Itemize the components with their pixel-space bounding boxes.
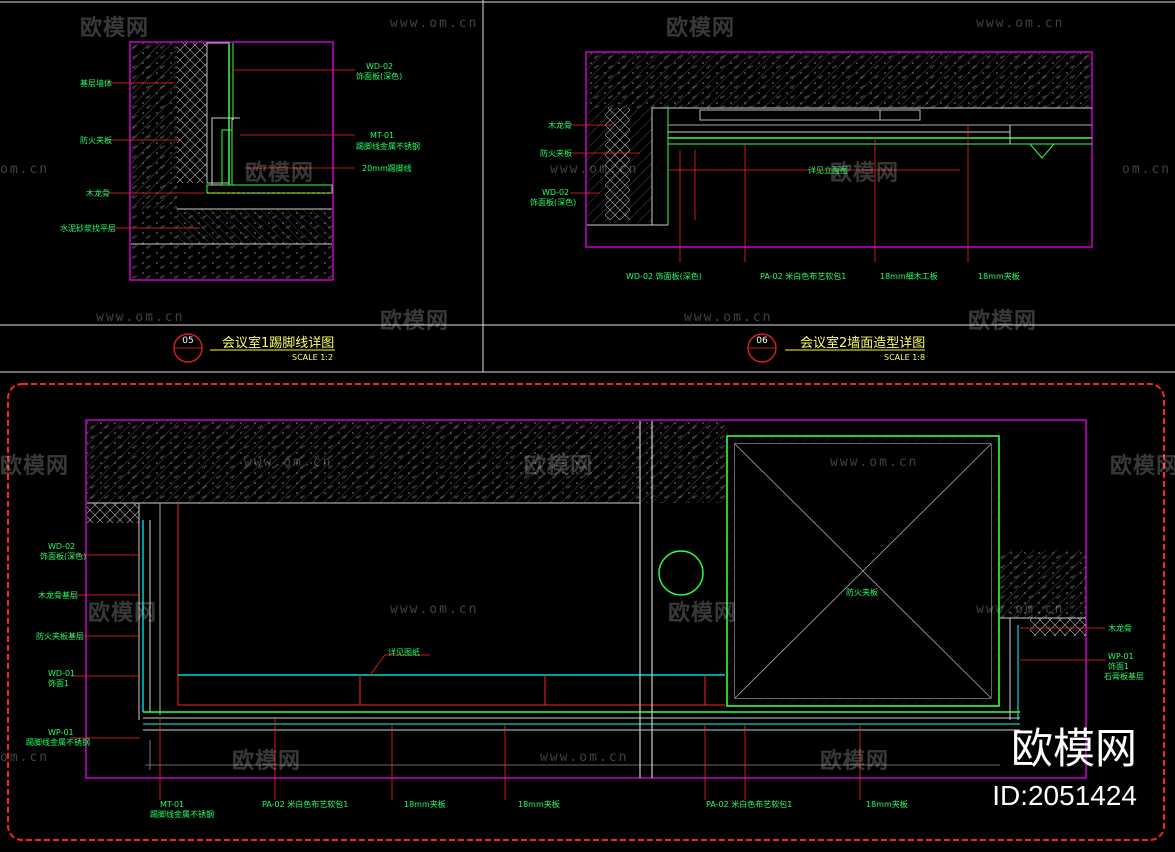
detail-bottom-label-3: 18mm夹板 <box>404 800 446 809</box>
watermark-url: www.om.cn <box>390 602 479 617</box>
detail05-label-0: 基层墙体 <box>80 79 112 88</box>
detail06-label-3: 饰面板(深色) <box>530 198 577 207</box>
watermark-brand: 欧模网 <box>80 16 150 41</box>
detail-bottom-right-label-2: 饰面1 <box>1108 662 1130 671</box>
detail-bottom-left-label-3: 防火夹板基层 <box>36 632 84 641</box>
watermark-url: om.cn <box>0 750 50 765</box>
detail-05-linework <box>108 41 355 363</box>
watermark-brand: 欧模网 <box>88 601 158 626</box>
detail06-bottom-label-3: 18mm夹板 <box>978 272 1020 281</box>
sheet-frame <box>0 0 1175 373</box>
detail05-right-label-0: WD-02 <box>366 62 394 71</box>
watermark-brand: 欧模网 <box>830 161 900 186</box>
detail-bottom-label-6: 18mm夹板 <box>866 800 908 809</box>
watermark-url: www.om.cn <box>540 750 629 765</box>
watermark-brand: 欧模网 <box>1110 454 1175 479</box>
detail-bottom-left-label-7: 踢脚线金属不锈钢 <box>26 738 90 747</box>
detail05-label-3: 水泥砂浆找平层 <box>60 224 116 233</box>
detail-bottom-label-4: 18mm夹板 <box>518 800 560 809</box>
watermark-url: www.om.cn <box>830 455 919 470</box>
detail05-right-label-3: 踢脚线金属不锈钢 <box>356 142 420 151</box>
watermark-url: www.om.cn <box>96 310 185 325</box>
watermark-brand: 欧模网 <box>968 309 1038 334</box>
detail-bottom-right-label-3: 石膏板基层 <box>1104 672 1144 681</box>
watermark-url: www.om.cn <box>976 602 1065 617</box>
detail06-bottom-label-0: WD-02 饰面板(深色) <box>626 272 702 281</box>
detail-06-linework <box>570 51 1093 363</box>
watermark-brand: 欧模网 <box>524 454 594 479</box>
detail-bottom-label-1: 踢脚线金属不锈钢 <box>150 810 214 819</box>
detail-bottom-left-label-2: 木龙骨基层 <box>38 591 78 600</box>
detail-bottom-left-label-5: 饰面1 <box>48 679 70 688</box>
watermark-url: www.om.cn <box>976 16 1065 31</box>
detail05-label-2: 木龙骨 <box>86 189 110 198</box>
detail05-number: 05 <box>182 336 194 346</box>
watermark-brand: 欧模网 <box>380 309 450 334</box>
detail-bottom-left-label-6: WP-01 <box>48 728 74 737</box>
detail06-center-label: 详见立面图 <box>808 166 848 175</box>
detail06-scale: SCALE 1:8 <box>884 353 926 362</box>
detail-bottom-label-0: MT-01 <box>160 800 185 809</box>
detail06-label-1: 防火夹板 <box>540 149 572 158</box>
detail-bottom-label-2: PA-02 米白色布艺软包1 <box>262 800 349 809</box>
detail-bottom-right-label-0: 木龙骨 <box>1108 624 1132 633</box>
brand-logo-text: 欧模网 <box>1010 724 1137 773</box>
detail06-bottom-label-2: 18mm细木工板 <box>880 272 938 281</box>
detail06-bottom-label-1: PA-02 米白色布艺软包1 <box>760 272 847 281</box>
watermark-url: www.om.cn <box>390 16 479 31</box>
watermark-brand: 欧模网 <box>820 749 890 774</box>
detail-bottom-center-label: 详见图纸 <box>388 648 420 657</box>
detail05-title: 会议室1踢脚线详图 <box>222 336 335 351</box>
watermark-url: www.om.cn <box>550 162 639 177</box>
detail-bottom-left-label-0: WD-02 <box>48 542 76 551</box>
watermark-brand: 欧模网 <box>232 749 302 774</box>
detail05-label-1: 防火夹板 <box>80 136 112 145</box>
brand-id-text: ID:2051424 <box>992 780 1137 811</box>
detail05-right-label-4: 20mm踢脚线 <box>362 164 412 173</box>
detail-bottom-right-label-1: WP-01 <box>1108 652 1134 661</box>
detail06-label-2: WD-02 <box>542 188 570 197</box>
detail05-right-label-2: MT-01 <box>370 131 395 140</box>
watermark-brand: 欧模网 <box>0 454 70 479</box>
detail-bottom-label-5: PA-02 米白色布艺软包1 <box>706 800 793 809</box>
watermark-brand: 欧模网 <box>666 16 736 41</box>
detail-bottom-left-label-1: 饰面板(深色) <box>40 552 87 561</box>
detail-bottom-left-label-4: WD-01 <box>48 669 76 678</box>
watermark-brand: 欧模网 <box>668 601 738 626</box>
detail05-scale: SCALE 1:2 <box>292 353 334 362</box>
watermark-url: www.om.cn <box>244 455 333 470</box>
detail05-right-label-1: 饰面板(深色) <box>356 72 403 81</box>
watermark-url: om.cn <box>1122 162 1172 177</box>
detail06-label-0: 木龙骨 <box>548 121 572 130</box>
detail06-title: 会议室2墙面造型详图 <box>800 336 926 351</box>
watermark-brand: 欧模网 <box>245 161 315 186</box>
detail-bottom-linework <box>7 383 1165 841</box>
detail06-number: 06 <box>756 336 768 346</box>
watermark-url: www.om.cn <box>684 310 773 325</box>
watermark-url: om.cn <box>0 162 50 177</box>
detail-bottom-inner-label: 防火夹板 <box>846 588 878 597</box>
